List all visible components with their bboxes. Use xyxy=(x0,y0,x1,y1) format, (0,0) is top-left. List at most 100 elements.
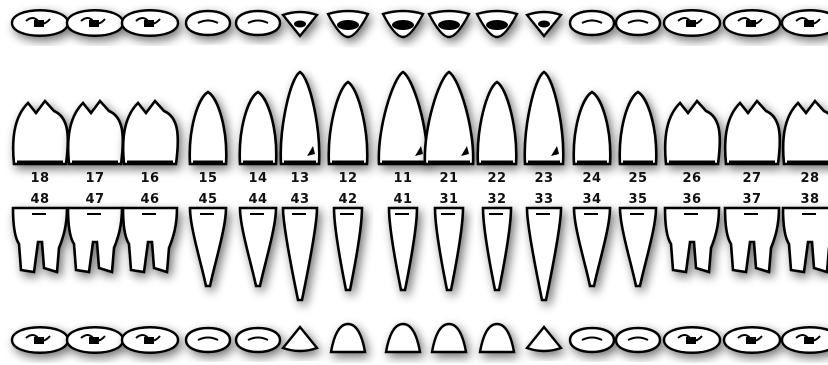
tooth-number-18: 18 xyxy=(30,171,49,186)
upper-tooth-numbers: 18 17 16 15 14 13 12 11 21 22 23 24 25 2… xyxy=(30,171,819,186)
tooth-number-45: 45 xyxy=(198,192,217,207)
occlusal-24 xyxy=(570,11,614,35)
occlusal-25 xyxy=(616,11,660,35)
tooth-28 xyxy=(783,101,828,164)
upper-occlusal-row xyxy=(12,10,828,37)
occlusal-47 xyxy=(67,327,123,353)
tooth-number-16: 16 xyxy=(140,171,159,186)
occlusal-21 xyxy=(429,11,469,37)
tooth-46 xyxy=(123,208,177,272)
tooth-number-28: 28 xyxy=(800,171,819,186)
tooth-number-14: 14 xyxy=(248,171,267,186)
occlusal-26 xyxy=(664,10,720,36)
lower-occlusal-row xyxy=(12,324,828,353)
occlusal-48 xyxy=(12,327,68,353)
occlusal-15 xyxy=(186,11,230,35)
tooth-number-22: 22 xyxy=(487,171,506,186)
occlusal-28 xyxy=(782,10,828,36)
tooth-42 xyxy=(334,208,362,290)
occlusal-36 xyxy=(664,327,720,353)
occlusal-14 xyxy=(236,11,280,35)
tooth-18 xyxy=(13,101,68,164)
tooth-44 xyxy=(240,208,276,286)
occlusal-31 xyxy=(432,324,466,352)
tooth-12 xyxy=(329,82,367,164)
occlusal-45 xyxy=(186,328,230,352)
tooth-number-31: 31 xyxy=(439,192,458,207)
tooth-38 xyxy=(783,208,828,272)
tooth-number-46: 46 xyxy=(140,192,159,207)
tooth-34 xyxy=(574,208,610,286)
tooth-number-24: 24 xyxy=(582,171,601,186)
tooth-number-15: 15 xyxy=(198,171,217,186)
tooth-number-38: 38 xyxy=(800,192,819,207)
tooth-15 xyxy=(190,92,227,164)
tooth-11 xyxy=(379,72,427,164)
occlusal-38 xyxy=(782,327,828,353)
occlusal-35 xyxy=(616,328,660,352)
tooth-number-11: 11 xyxy=(393,171,412,186)
lower-tooth-numbers: 48 47 46 45 44 43 42 41 31 32 33 34 35 3… xyxy=(30,192,819,207)
tooth-23 xyxy=(525,72,563,164)
tooth-37 xyxy=(725,208,779,272)
tooth-14 xyxy=(240,92,277,164)
occlusal-22 xyxy=(477,11,517,37)
tooth-number-23: 23 xyxy=(534,171,553,186)
occlusal-17 xyxy=(67,10,123,36)
occlusal-16 xyxy=(122,10,178,36)
occlusal-34 xyxy=(570,328,614,352)
upper-teeth-row xyxy=(13,72,828,164)
tooth-31 xyxy=(435,208,463,290)
tooth-number-25: 25 xyxy=(628,171,647,186)
tooth-48 xyxy=(13,208,67,272)
tooth-45 xyxy=(190,208,226,286)
tooth-24 xyxy=(574,92,611,164)
tooth-number-21: 21 xyxy=(439,171,458,186)
occlusal-46 xyxy=(122,327,178,353)
tooth-17 xyxy=(68,101,123,164)
occlusal-37 xyxy=(724,327,780,353)
tooth-35 xyxy=(620,208,656,286)
tooth-number-36: 36 xyxy=(682,192,701,207)
tooth-number-44: 44 xyxy=(248,192,267,207)
tooth-13 xyxy=(281,72,319,164)
occlusal-23 xyxy=(527,12,561,36)
lower-teeth-row xyxy=(13,208,828,300)
occlusal-43 xyxy=(283,327,317,351)
occlusal-33 xyxy=(527,327,561,351)
tooth-number-48: 48 xyxy=(30,192,49,207)
occlusal-42 xyxy=(331,324,365,352)
tooth-22 xyxy=(478,82,516,164)
tooth-33 xyxy=(527,208,561,300)
tooth-number-17: 17 xyxy=(85,171,104,186)
occlusal-44 xyxy=(236,328,280,352)
occlusal-12 xyxy=(328,11,368,37)
tooth-number-41: 41 xyxy=(393,192,412,207)
tooth-47 xyxy=(68,208,122,272)
tooth-32 xyxy=(483,208,511,290)
tooth-26 xyxy=(665,101,720,164)
tooth-41 xyxy=(389,208,417,290)
occlusal-18 xyxy=(12,10,68,36)
tooth-number-47: 47 xyxy=(85,192,104,207)
occlusal-32 xyxy=(480,324,514,352)
tooth-25 xyxy=(620,92,657,164)
tooth-number-12: 12 xyxy=(338,171,357,186)
tooth-27 xyxy=(725,101,780,164)
occlusal-27 xyxy=(724,10,780,36)
tooth-43 xyxy=(283,208,317,300)
tooth-number-42: 42 xyxy=(338,192,357,207)
tooth-21 xyxy=(425,72,473,164)
tooth-number-27: 27 xyxy=(742,171,761,186)
tooth-number-26: 26 xyxy=(682,171,701,186)
tooth-number-32: 32 xyxy=(487,192,506,207)
tooth-16 xyxy=(123,101,178,164)
occlusal-11 xyxy=(383,11,423,37)
tooth-number-33: 33 xyxy=(534,192,553,207)
tooth-number-13: 13 xyxy=(290,171,309,186)
tooth-36 xyxy=(665,208,719,272)
tooth-number-35: 35 xyxy=(628,192,647,207)
occlusal-13 xyxy=(283,12,317,36)
